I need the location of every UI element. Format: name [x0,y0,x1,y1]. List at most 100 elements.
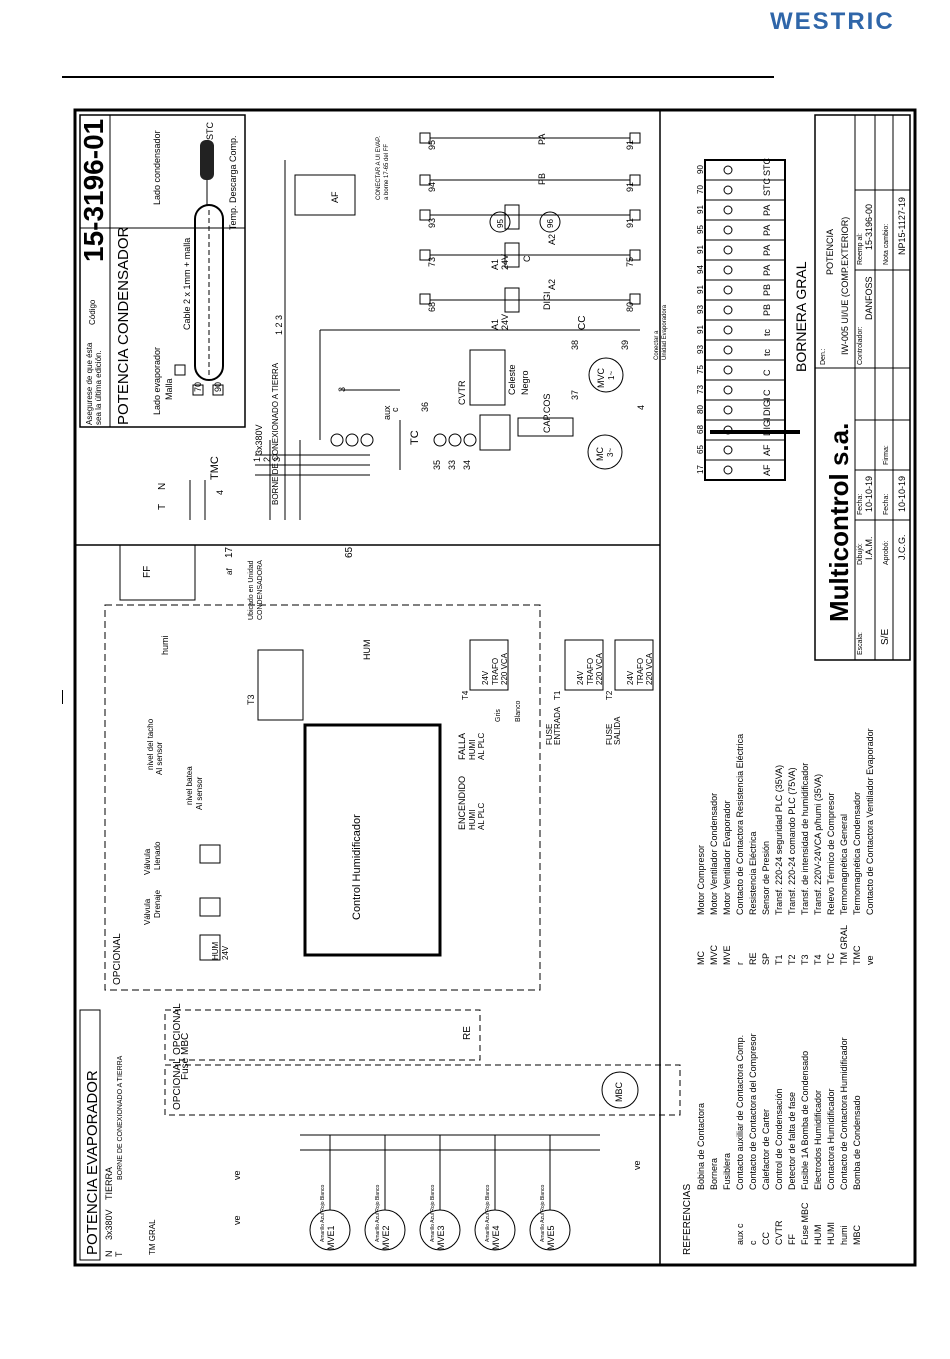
bornera-terminal-label: PA [762,225,772,236]
reference-code: T2 [787,954,797,965]
connect-unit-1: Conectar a [654,330,660,360]
sheet-frame [73,108,917,1267]
ff-note-1: Ubicado en Unidad [248,560,255,620]
bornera-number: 65 [696,445,705,454]
control-humidificador-label: Control Humidificador [351,814,363,920]
bornera-screw [723,465,733,475]
encendido-al-plc: AL PLC [477,803,486,830]
approved-value: J.C.G. [897,534,907,560]
reference-code: Fuse MBC [800,1202,810,1245]
reference-desc: Transf. 220V-24VCA p/humi (35VA) [813,774,823,915]
reference-desc: Calefactor de Carter [761,1109,771,1190]
evap-tierra: TIERRA [104,1167,114,1200]
reference-code: CC [761,1232,771,1245]
bornera-screw [723,265,733,275]
llenado-label: Llenado [153,841,162,870]
t3-label: 3 [337,387,347,392]
valve-llenado-coil [199,844,221,864]
n96-circle: 96 [546,219,555,228]
reference-desc: Termomagnética Condensador [852,792,862,915]
reference-desc: Control de Condensación [774,1088,784,1190]
cond-line-2: 2 [262,457,272,462]
encendido-label: ENCENDIDO [457,776,467,830]
af-contact-label: af [225,568,234,575]
bornera-terminal-label: tc [762,328,772,336]
n91c: 91 [625,140,635,150]
mc-label: MC [595,447,605,461]
reference-desc: Contacto auxiliar de Contactora Comp. [735,1035,745,1190]
hum-coil-24v: 24V [221,945,230,960]
date-value-1: 10-10-19 [864,476,874,512]
bornera-number: 73 [696,385,705,394]
ve-label-1: ve [232,1215,242,1225]
date-value-2: 10-10-19 [897,476,907,512]
bus-123-label: 1 2 3 [274,315,284,335]
bornera-number: 68 [696,425,705,434]
valvula-llenado: Válvula [143,848,152,875]
digi-label: DIGI [542,291,552,310]
cond-line-1: 1 [252,457,262,462]
n91a: 91 [625,218,635,228]
bornera-screw [723,305,733,315]
reference-code: RE [748,952,758,965]
pb-label: PB [537,173,547,185]
header-rule [62,76,774,78]
reference-code: humi [839,1225,849,1245]
pa-label: PA [537,134,547,145]
fuse-entrada-1: FUSE [545,724,554,745]
t2-220vca: 220 VCA [645,652,654,685]
reference-desc: Motor Ventilador Condensador [709,793,719,915]
reference-code: MBC [852,1225,862,1246]
encendido-humi: HUMI [468,810,477,830]
bornera-terminal-label: PB [762,284,772,296]
reference-desc: Contactora Humidificador [826,1088,836,1190]
bornera-screw [723,285,733,295]
cc-label: CC [577,316,588,330]
reference-desc: Contacto de Contactora Resistencia Eléct… [735,734,745,915]
digi-a2: A2 [547,279,557,290]
bornera-screw [723,445,733,455]
reference-code: MC [696,951,706,965]
t70-label: 70 [193,382,203,392]
mvc-phase: 1~ [607,371,616,380]
reference-desc: Contacto de Contactora del Compresor [748,1033,758,1190]
t2-trafo [614,639,654,691]
compressor-contactor [330,389,511,470]
reference-desc: Fusible 1A Bomba de Condensado [800,1051,810,1190]
tmc-label: TMC [209,456,221,480]
condenser-supply [189,160,640,520]
evap-supply: 3x380V [104,1209,114,1240]
reemp-label: Reemp al: [857,233,864,265]
reference-code: TMC [852,945,862,965]
c-label: C [522,255,532,262]
reference-code: CVTR [774,1220,784,1245]
evap-fan-motor-label: MVE2 [381,1225,391,1250]
controller-label: Controlador: [857,326,864,365]
auxc-label: c [390,407,400,412]
reference-desc: Resistencia Eléctrica [748,831,758,915]
n75: 75 [625,257,635,267]
tm-gral-label: TM GRAL [148,1219,157,1255]
blanco-label: Blanco [515,700,522,722]
t4-trafo-label: TRAFO [491,658,500,685]
fuse-salida-2: SALIDA [613,716,622,745]
reference-code: HUM [813,1225,823,1246]
margin-mark-left [62,690,63,704]
t4-24vca: 24V [481,670,490,685]
t3-transformer [257,649,304,721]
fuse-entrada-2: ENTRADA [553,706,562,745]
digi-a1: A1 [490,319,500,330]
c-24v: 24V [500,254,510,270]
reference-desc: Relevo Térmico de Compresor [826,793,836,915]
fuse-salida-1: FUSE [605,724,614,745]
mc-phase: 3~ [606,448,615,457]
reference-code: aux c [735,1223,745,1245]
evap-fan-wire-colors: Amarillo Azul Rojo Blanco [430,1185,436,1242]
reference-desc: Transf. 220-24 comando PLC (75VA) [787,767,797,915]
evap-fan-wire-colors: Amarillo Azul Rojo Blanco [320,1185,326,1242]
reference-desc: Contacto de Contactora Humidificador [839,1037,849,1190]
reference-code: FF [787,1234,797,1245]
mbc-optional-box [164,1064,681,1116]
ve-label-3: ve [632,1160,642,1170]
t1-trafo [564,639,604,691]
